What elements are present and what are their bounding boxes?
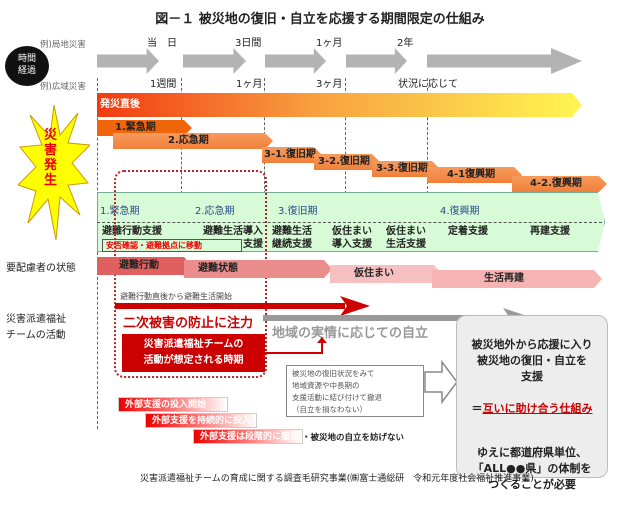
wide-mark: 1ヶ月 <box>236 79 263 90</box>
team-label: 災害派遣福祉 チームの活動 <box>6 314 66 341</box>
phase-bar: 3-2.復旧期 <box>314 154 380 170</box>
phase-bar: 3-1.復旧期 <box>262 147 322 163</box>
evac-text: 避難行動直後から避難生活開始 <box>120 292 232 301</box>
time-arrow <box>427 48 582 74</box>
divider <box>345 78 346 194</box>
equals: ＝ <box>471 402 483 415</box>
status-label: 要配慮者の状態 <box>6 263 76 274</box>
divider <box>97 78 98 429</box>
disaster-label: 災害発生 <box>44 128 58 188</box>
status-bar: 避難状態 <box>184 260 332 278</box>
status-bar: 生活再建 <box>432 270 602 288</box>
independence-text: 地域の実情に応じての自立 <box>272 326 429 341</box>
status-bar: 避難行動 <box>97 257 192 275</box>
time-arrow <box>265 48 326 74</box>
local-mark: 2年 <box>397 38 414 49</box>
phase-bar: 4-2.復興期 <box>512 176 607 192</box>
divider <box>427 78 428 194</box>
external-tag: 外部支援を持続的に投入 <box>145 413 257 428</box>
big-arrow-icon <box>424 360 458 404</box>
local-example-label: 例)局地災害 <box>40 40 86 50</box>
phase-bar: 2.応急期 <box>113 133 273 149</box>
wide-mark: 状況に応じて <box>398 79 458 90</box>
prevent-text: 二次被害の防止に注力 <box>123 316 254 331</box>
withdraw-box: 被災地の復旧状況をみて 地域資源や中長期の 支援活動に結び付けて撤退 （自立を損… <box>286 365 424 417</box>
local-mark: 当 日 <box>147 38 177 49</box>
support-item: 避難行動支援 <box>102 226 162 237</box>
phase-bar: 4-1復興期 <box>427 167 522 183</box>
support-period: 4.復興期 <box>440 206 480 217</box>
burst-icon <box>18 105 90 240</box>
connector-arrow <box>265 337 327 354</box>
wide-example-label: 例)広域災害 <box>40 82 86 92</box>
support-period: 3.復旧期 <box>278 206 318 217</box>
red-arrow <box>115 296 370 316</box>
mutual-text: 互いに助け合う仕組み <box>482 402 593 415</box>
immediate-bar: 発災直後 <box>97 93 582 117</box>
time-arrow <box>346 48 407 74</box>
support-item: 避難生活 継続支援 <box>272 226 312 250</box>
phase-bar: 1.緊急期 <box>97 120 192 136</box>
diagram-title: 図－１ 被災地の復旧・自立を応援する期間限定の仕組み <box>155 12 485 27</box>
external-tag: 外部支援の投入開始 <box>118 397 228 412</box>
local-mark: 3日間 <box>235 38 262 49</box>
wide-mark: 3ヶ月 <box>316 79 343 90</box>
status-bar: 仮住まい <box>330 265 442 283</box>
right-box-conclusion: ゆえに都道府県単位、 「ALL●●県」の体制を つくることが必要 <box>472 446 592 491</box>
team-period-box: 災害派遣福祉チームの 活動が想定される時期 <box>122 334 265 372</box>
time-arrow <box>97 48 159 74</box>
time-badge: 時間 経過 <box>5 46 49 86</box>
right-box: 被災地外から応援に入り 被災地の復旧・自立を 支援 ＝互いに助け合う仕組み ゆえ… <box>456 315 608 491</box>
divider <box>97 222 602 223</box>
wide-mark: 1週間 <box>150 79 177 90</box>
support-item: 再建支援 <box>530 226 570 237</box>
external-suffix: ・被災地の自立を妨げない <box>302 433 405 443</box>
footer-source: 災害派遣福祉チームの育成に関する調査毛研究事業(㈱富士通総研 令和元年度社会福祉… <box>140 474 534 484</box>
phase-bar: 3-3.復旧期 <box>372 161 440 177</box>
time-arrow <box>183 48 246 74</box>
support-item: 定着支援 <box>448 226 488 237</box>
local-mark: 1ヶ月 <box>316 38 343 49</box>
support-item: 仮住まい 生活支援 <box>386 226 426 250</box>
right-box-text: 被災地外から応援に入り 被災地の復旧・自立を 支援 <box>471 338 593 383</box>
support-period: 2.応急期 <box>195 206 235 217</box>
mutual-line: ＝互いに助け合う仕組み <box>457 401 607 417</box>
support-note: 安否確認・避難拠点に移動 <box>102 239 242 252</box>
external-tag: 外部支援は段階的に撤退 <box>193 429 303 444</box>
support-item: 仮住まい 導入支援 <box>332 226 372 250</box>
support-item: 避難生活導入 支援 <box>203 226 263 250</box>
support-period: 1.緊急期 <box>100 206 140 217</box>
